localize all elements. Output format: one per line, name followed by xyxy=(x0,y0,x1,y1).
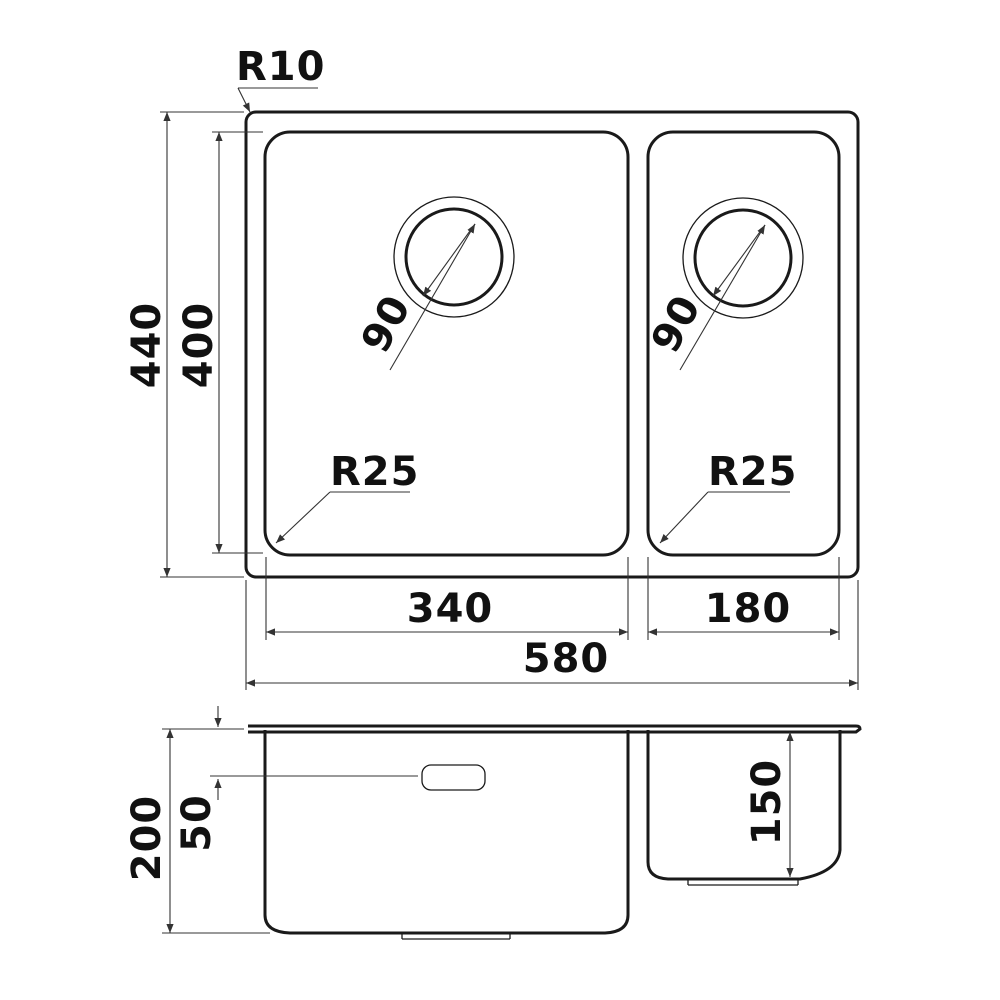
label-440: 440 xyxy=(124,302,170,389)
sink-outline xyxy=(244,110,860,579)
label-50: 50 xyxy=(174,794,220,852)
large-bowl-profile xyxy=(263,730,630,935)
dim-440 xyxy=(160,111,244,578)
label-340: 340 xyxy=(407,586,494,632)
dim-180 xyxy=(647,557,840,640)
drain-right xyxy=(679,197,804,371)
dim-340 xyxy=(265,557,629,640)
label-400: 400 xyxy=(176,302,222,389)
label-90-right: 90 xyxy=(643,288,711,361)
rim xyxy=(248,724,862,734)
label-r25-left: R25 xyxy=(330,449,419,495)
label-150: 150 xyxy=(744,759,790,846)
r25-right-leader xyxy=(659,491,790,544)
drain-left xyxy=(389,196,515,371)
dim-50 xyxy=(210,706,418,800)
small-bowl xyxy=(646,130,841,557)
top-view: R10 440 400 90 90 R25 R25 340 180 580 xyxy=(124,44,860,690)
label-r10: R10 xyxy=(236,44,325,90)
overflow-slot xyxy=(421,764,486,791)
side-view: 200 50 150 xyxy=(124,706,862,940)
dim-200 xyxy=(162,728,270,934)
dim-400 xyxy=(212,131,263,554)
label-180: 180 xyxy=(705,586,792,632)
r10-leader xyxy=(237,87,318,113)
r25-left-leader xyxy=(275,491,410,544)
dim-580 xyxy=(245,580,859,690)
small-bowl-profile xyxy=(646,730,842,881)
label-r25-right: R25 xyxy=(708,449,797,495)
label-580: 580 xyxy=(523,636,610,682)
label-200: 200 xyxy=(124,795,170,882)
large-bowl xyxy=(263,130,630,557)
